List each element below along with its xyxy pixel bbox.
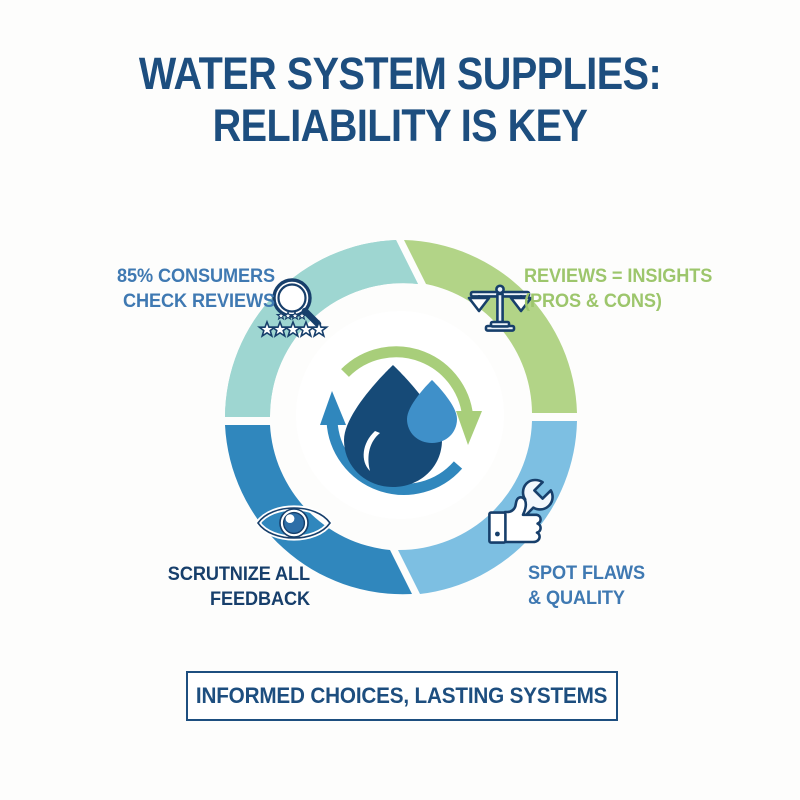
label-spot-flaws-line-1: SPOT FLAWS xyxy=(528,562,645,584)
label-reviews-insights-line-1: REVIEWS = INSIGHTS xyxy=(524,265,713,287)
cycle-wheel-diagram xyxy=(180,215,620,615)
label-scrutinize-feedback-line-1: SCRUTNIZE ALL xyxy=(167,563,310,585)
thumbs-up-wrench-icon xyxy=(487,476,557,555)
magnifying-glass-stars-icon xyxy=(256,276,330,343)
page-title-line-1: WATER SYSTEM SUPPLIES: xyxy=(138,48,662,99)
label-reviews-insights-line-2: (PROS & CONS) xyxy=(524,290,662,312)
label-check-reviews-line-2: CHECK REVIEWS xyxy=(123,290,275,312)
label-check-reviews-line-1: 85% CONSUMERS xyxy=(116,265,276,287)
page-title: WATER SYSTEM SUPPLIES: RELIABILITY IS KE… xyxy=(0,48,800,152)
page-title-line-2: RELIABILITY IS KEY xyxy=(212,100,588,151)
wheel-segment-reviews-insights[interactable] xyxy=(404,240,577,413)
wheel-segment-spot-flaws[interactable] xyxy=(398,421,577,594)
conclusion-banner-text: INFORMED CHOICES, LASTING SYSTEMS xyxy=(196,683,608,708)
label-check-reviews: 85% CONSUMERS CHECK REVIEWS xyxy=(75,264,275,314)
label-scrutinize-feedback-line-2: FEEDBACK xyxy=(209,588,310,610)
balance-scale-icon xyxy=(466,281,534,342)
label-scrutinize-feedback: SCRUTNIZE ALL FEEDBACK xyxy=(73,562,310,612)
water-droplet-icon xyxy=(344,365,457,487)
eye-icon xyxy=(254,498,334,553)
label-reviews-insights: REVIEWS = INSIGHTS (PROS & CONS) xyxy=(524,264,757,314)
cycle-wheel-svg xyxy=(225,240,577,595)
label-spot-flaws: SPOT FLAWS & QUALITY xyxy=(528,561,747,611)
wheel-segment-check-reviews[interactable] xyxy=(225,240,418,417)
wheel-segment-scrutinize-feedback[interactable] xyxy=(225,425,412,595)
conclusion-banner: INFORMED CHOICES, LASTING SYSTEMS xyxy=(186,671,618,721)
label-spot-flaws-line-2: & QUALITY xyxy=(528,587,625,609)
